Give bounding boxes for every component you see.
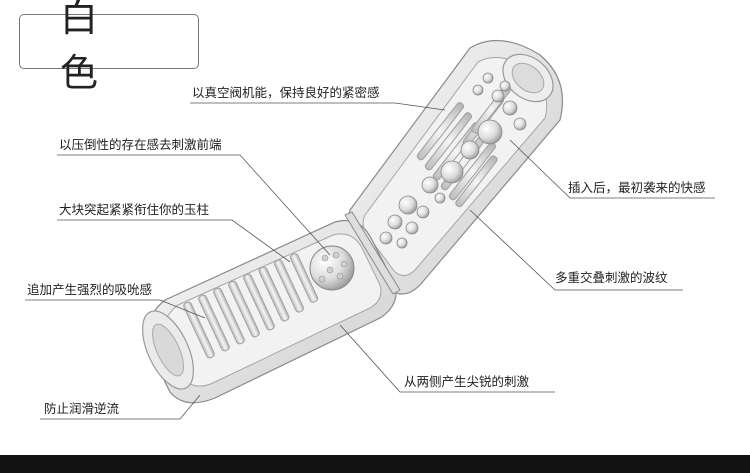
callout-leak: 防止润滑逆流 (44, 401, 120, 416)
callout-vacuum: 以真空阀机能，保持良好的紧密感 (192, 85, 380, 100)
callout-suction: 追加产生强烈的吸吮感 (27, 282, 153, 297)
callout-insert: 插入后，最初袭来的快感 (568, 180, 706, 195)
leader-lines (25, 102, 715, 420)
callout-sides: 从两侧产生尖锐的刺激 (404, 374, 530, 389)
lower-sleeve-half (142, 219, 397, 404)
upper-sleeve-half (347, 39, 564, 295)
hinge (344, 211, 401, 295)
callout-bumps: 大块突起紧紧衔住你的玉柱 (59, 202, 210, 217)
callout-pressure: 以压倒性的存在感去刺激前端 (59, 137, 222, 152)
callout-waves: 多重交叠刺激的波纹 (555, 270, 668, 285)
bottom-bar (0, 455, 750, 473)
